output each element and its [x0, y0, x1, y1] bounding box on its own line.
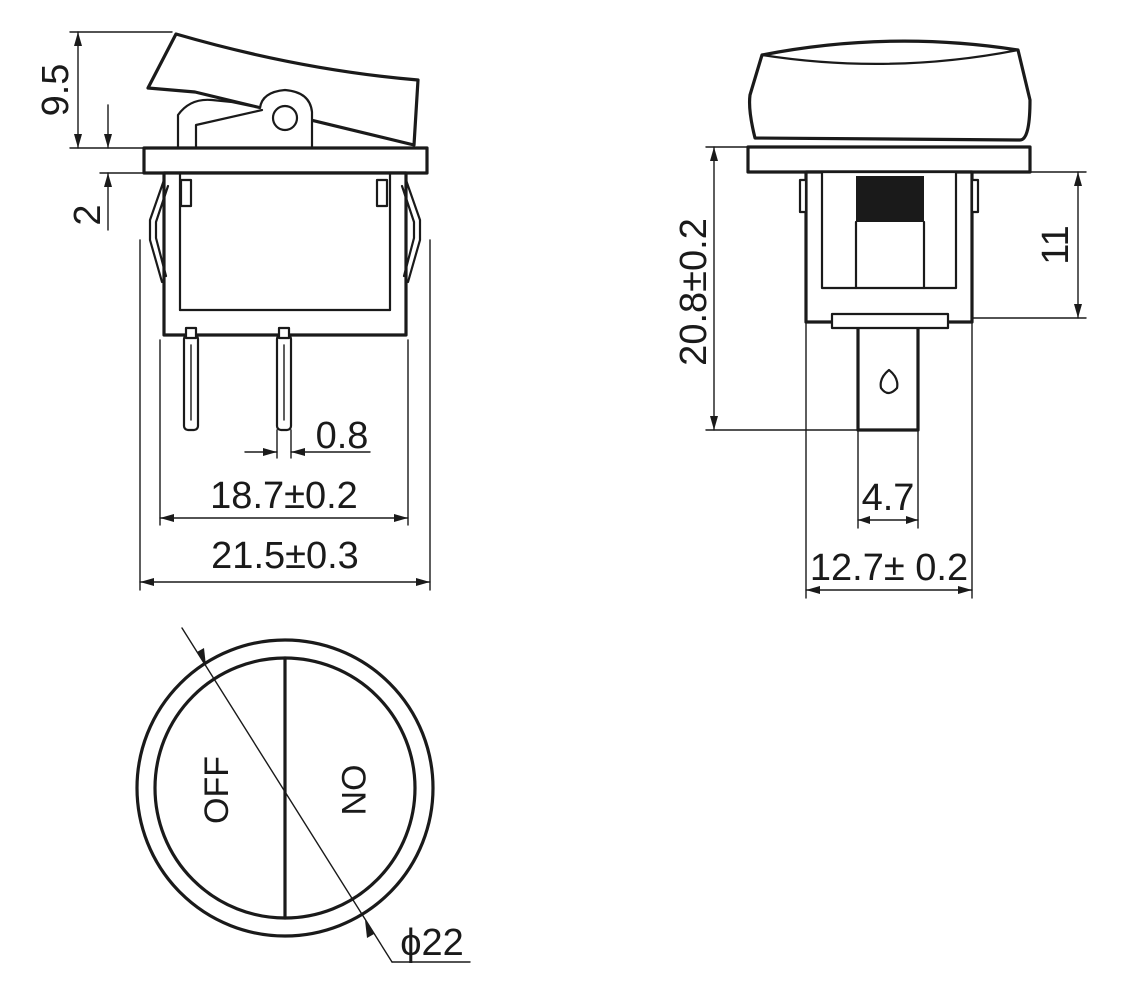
dim-rocker-height: 9.5 [35, 64, 77, 117]
terminal-hole [879, 368, 899, 395]
rocker-pivot [176, 88, 314, 150]
top-view: OFF ON ϕ22 [135, 627, 471, 964]
front-body [162, 171, 408, 337]
dim-terminal-width: 4.7 [862, 477, 915, 519]
dim-side-width: 12.7± 0.2 [810, 547, 968, 589]
knob-on-label: ON [334, 765, 372, 816]
front-view: 9.5 2 0.8 18.7±0.2 21.5±0.3 [35, 31, 431, 591]
dim-body-depth: 20.8±0.2 [673, 218, 715, 366]
left-clip [148, 178, 166, 284]
side-knob [747, 39, 1032, 142]
pivot-hole [271, 104, 299, 132]
side-dark-block [856, 176, 924, 222]
dim-flange-thickness: 2 [67, 204, 109, 225]
front-flange [142, 146, 429, 175]
dim-pin-width: 0.8 [316, 415, 369, 457]
dim-outer-width: 21.5±0.3 [211, 535, 359, 577]
knob-off-label: OFF [198, 756, 236, 824]
side-view: 20.8±0.2 11 4.7 12.7± 0.2 [673, 39, 1087, 599]
dim-inner-width: 18.7±0.2 [210, 475, 358, 517]
side-flange [746, 145, 1032, 174]
dim-clip-height: 11 [1035, 225, 1077, 264]
right-clip [404, 178, 422, 284]
dim-diameter: ϕ22 [400, 922, 464, 964]
